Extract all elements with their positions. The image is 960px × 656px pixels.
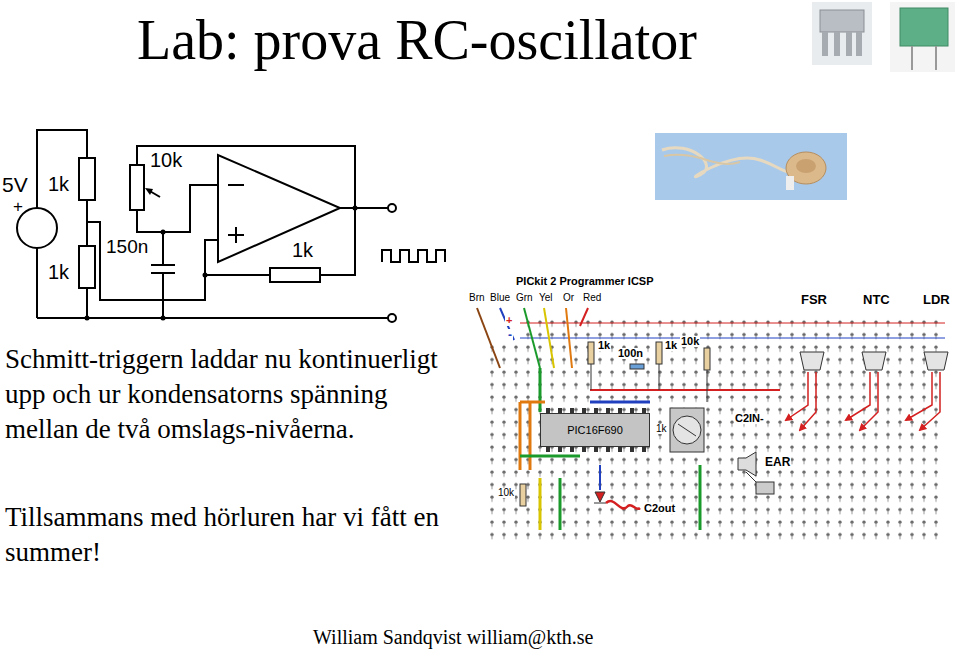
resistor-value: 1k (664, 340, 678, 351)
sensor-name: FSR (800, 293, 828, 306)
sensor-photo (812, 2, 872, 65)
schematic (17, 130, 445, 322)
wire-color: Or (562, 293, 575, 303)
potentiometer-value: 10k (150, 150, 182, 170)
chip-label: PIC16F690 (567, 424, 623, 436)
breadboard (470, 276, 948, 544)
pin-name: EAR (764, 456, 791, 468)
pin-name: C2out (643, 503, 676, 514)
sensor-name: LDR (922, 293, 951, 306)
sensor-name: NTC (862, 293, 891, 306)
capacitor-value: 100n (617, 348, 644, 359)
wire-color: Brn (468, 293, 486, 303)
resistor-value: 1k (48, 262, 69, 282)
wire-color: Yel (538, 293, 554, 303)
chip-box: PIC16F690 (540, 413, 650, 447)
resistor-value: 10k (497, 488, 515, 498)
programmer-title: PICkit 2 Programmer ICSP (515, 276, 655, 287)
junction-dots (85, 188, 358, 321)
rail-sign: - (507, 329, 513, 341)
body-text: Schmitt-triggern laddar nu kontinuerligt… (5, 342, 467, 447)
resistor-value: 1k (655, 424, 668, 434)
slide-title: Lab: prova RC-oscillator (137, 8, 697, 72)
polarity-sign: + (13, 198, 23, 215)
wire-color: Red (582, 293, 602, 303)
capacitor-photo (890, 2, 955, 72)
voltage-label: 5V (2, 174, 28, 195)
resistor-value: 1k (292, 240, 313, 260)
capacitor-value: 150n (106, 237, 148, 256)
footer: William Sandqvist william@kth.se (313, 627, 593, 647)
resistor-value: 1k (597, 340, 611, 351)
rail-sign: + (505, 315, 513, 326)
resistor-value: 10k (680, 336, 700, 347)
body-text: Tillsammans med hörluren har vi fått en … (5, 500, 467, 570)
earphone-photo (655, 133, 847, 200)
wire-color: Blue (489, 293, 511, 303)
resistor-value: 1k (48, 174, 69, 194)
wire-color: Grn (515, 293, 534, 303)
pin-name: C2IN- (734, 413, 765, 424)
